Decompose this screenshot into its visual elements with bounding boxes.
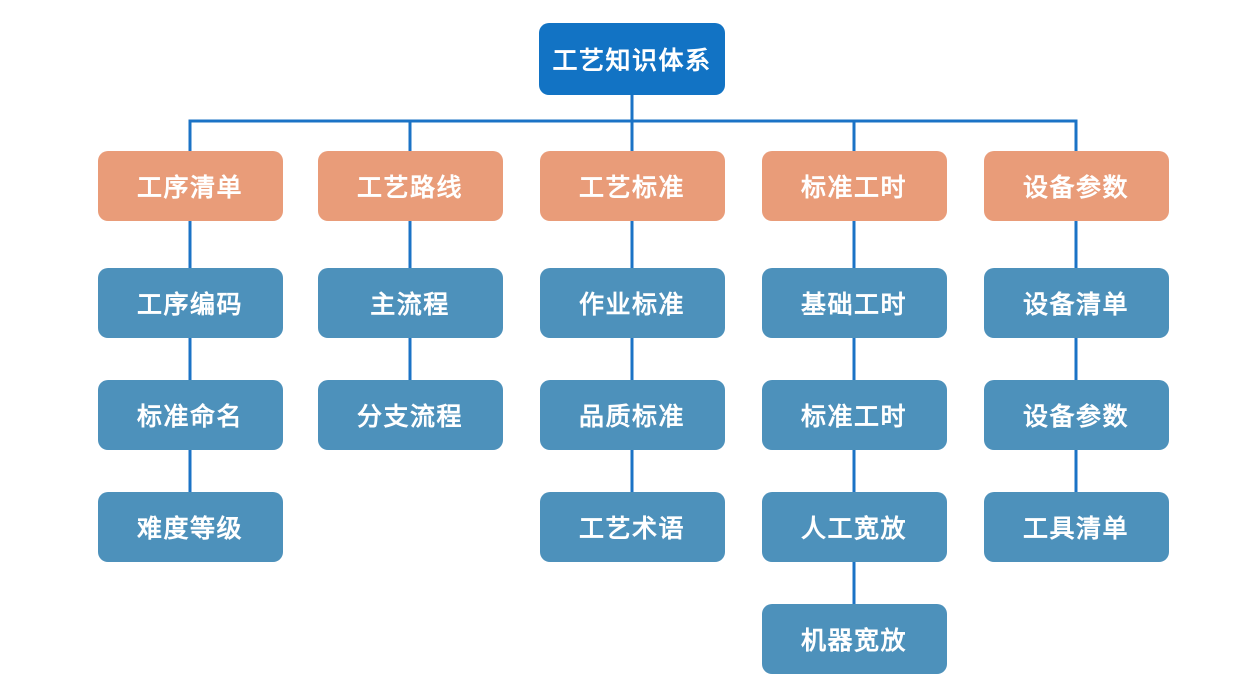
- branch-node: 标准工时: [761, 151, 947, 221]
- root-node: 工艺知识体系: [539, 23, 725, 95]
- child-node: 设备清单: [983, 268, 1169, 338]
- child-node: 作业标准: [539, 268, 725, 338]
- branch-node: 工序清单: [97, 151, 283, 221]
- branch-node: 工艺标准: [539, 151, 725, 221]
- child-node: 设备参数: [983, 380, 1169, 450]
- child-node: 工艺术语: [539, 492, 725, 562]
- child-node: 基础工时: [761, 268, 947, 338]
- child-node: 分支流程: [317, 380, 503, 450]
- child-node: 工序编码: [97, 268, 283, 338]
- branch-node: 设备参数: [983, 151, 1169, 221]
- child-node: 人工宽放: [761, 492, 947, 562]
- child-node: 工具清单: [983, 492, 1169, 562]
- child-node: 标准命名: [97, 380, 283, 450]
- child-node: 主流程: [317, 268, 503, 338]
- child-node: 标准工时: [761, 380, 947, 450]
- branch-node: 工艺路线: [317, 151, 503, 221]
- child-node: 难度等级: [97, 492, 283, 562]
- child-node: 品质标准: [539, 380, 725, 450]
- child-node: 机器宽放: [761, 604, 947, 674]
